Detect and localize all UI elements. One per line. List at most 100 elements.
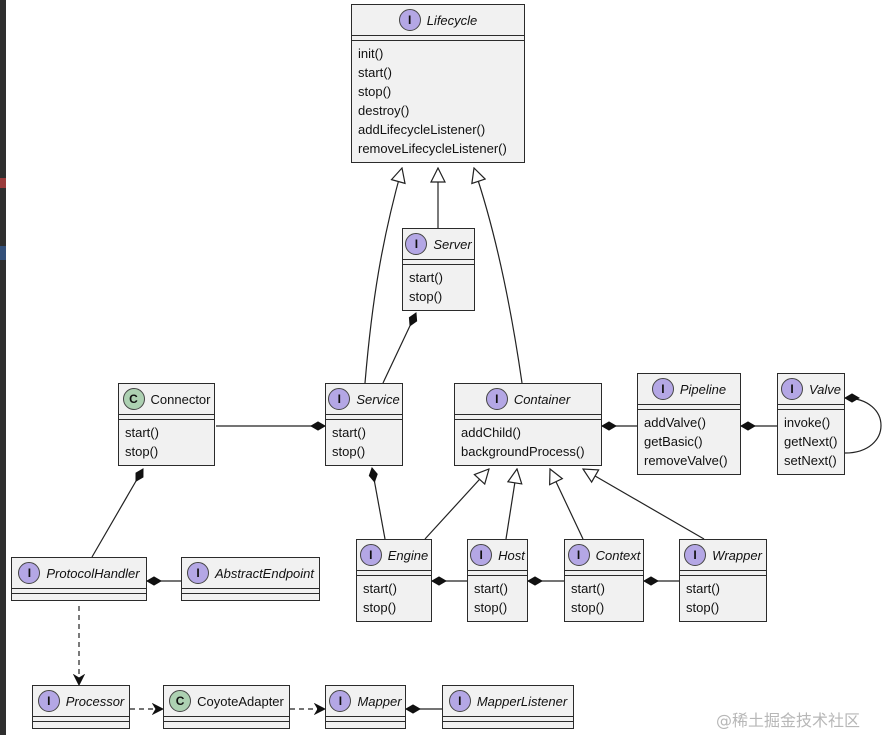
method-item: start(): [409, 270, 443, 285]
protocolhandler-name: ProtocolHandler: [46, 565, 140, 581]
method-item: start(): [474, 581, 508, 596]
interface-badge-icon: I: [651, 378, 674, 400]
class-badge-icon: C: [122, 388, 145, 410]
service-header: I Service: [326, 384, 402, 414]
interface-badge-icon: I: [398, 9, 421, 31]
interface-badge-icon: I: [18, 562, 41, 584]
edge-composition-engine-to-service: [368, 467, 386, 540]
lifecycle-name: Lifecycle: [426, 12, 478, 28]
method-item: start(): [358, 65, 392, 80]
method-item: addChild(): [461, 425, 521, 440]
abstractendpoint-methods: [182, 594, 319, 600]
interface-badge-icon: I: [328, 388, 351, 410]
context-header: I Context: [565, 540, 643, 570]
watermark: @稀土掘金技术社区: [716, 711, 861, 730]
method-item: stop(): [125, 444, 159, 459]
coyoteadapter-node[interactable]: C CoyoteAdapter: [163, 685, 290, 729]
method-item: stop(): [332, 444, 366, 459]
method-item: stop(): [363, 600, 397, 615]
server-node[interactable]: I Server start() stop(): [402, 228, 475, 311]
method-item: start(): [363, 581, 397, 596]
method-item: start(): [686, 581, 720, 596]
lifecycle-header: I Lifecycle: [352, 5, 524, 35]
context-name: Context: [595, 547, 641, 563]
engine-name: Engine: [387, 547, 429, 563]
mapper-methods: [326, 722, 405, 728]
method-item: start(): [571, 581, 605, 596]
method-item: addValve(): [644, 415, 706, 430]
mapperlistener-name: MapperListener: [476, 693, 568, 709]
interface-badge-icon: I: [470, 544, 493, 566]
interface-badge-icon: I: [567, 544, 590, 566]
processor-methods: [33, 722, 129, 728]
interface-badge-icon: I: [405, 233, 428, 255]
edge-inheritance-wrapper-to-container: [583, 469, 705, 540]
wrapper-name: Wrapper: [712, 547, 762, 563]
method-item: start(): [332, 425, 366, 440]
context-methods: start() stop(): [565, 576, 643, 621]
method-item: addLifecycleListener(): [358, 122, 486, 137]
pipeline-name: Pipeline: [679, 381, 727, 397]
edge-inheritance-context-to-container: [550, 469, 584, 540]
method-item: stop(): [686, 600, 720, 615]
protocolhandler-node[interactable]: I ProtocolHandler: [11, 557, 147, 601]
method-item: stop(): [409, 289, 443, 304]
server-name: Server: [433, 236, 472, 252]
connector-methods: start() stop(): [119, 420, 214, 465]
valve-methods: invoke()getNext()setNext(): [778, 410, 844, 474]
connector-header: C Connector: [119, 384, 214, 414]
wrapper-methods: start() stop(): [680, 576, 766, 621]
method-item: removeLifecycleListener(): [358, 141, 507, 156]
engine-methods: start() stop(): [357, 576, 431, 621]
connector-name: Connector: [150, 391, 211, 407]
edge-composition-protocolhandler-to-connector: [91, 468, 144, 558]
server-methods: start() stop(): [403, 265, 474, 310]
mapperlistener-methods: [443, 722, 573, 728]
class-badge-icon: C: [169, 690, 192, 712]
edge-composition-service-to-server: [382, 312, 418, 384]
method-item: stop(): [571, 600, 605, 615]
coyoteadapter-methods: [164, 722, 289, 728]
server-header: I Server: [403, 229, 474, 259]
interface-badge-icon: I: [37, 690, 60, 712]
processor-node[interactable]: I Processor: [32, 685, 130, 729]
method-item: stop(): [358, 84, 392, 99]
interface-badge-icon: I: [485, 388, 508, 410]
processor-name: Processor: [65, 693, 125, 709]
interface-badge-icon: I: [780, 378, 803, 400]
protocolhandler-header: I ProtocolHandler: [12, 558, 146, 588]
method-item: start(): [125, 425, 159, 440]
coyoteadapter-header: C CoyoteAdapter: [164, 686, 289, 716]
edge-inheritance-container-to-lifecycle: [474, 168, 523, 384]
edge-inheritance-service-to-lifecycle: [364, 168, 402, 384]
method-item: invoke(): [784, 415, 831, 430]
method-item: stop(): [474, 600, 508, 615]
service-name: Service: [356, 391, 400, 407]
method-item: backgroundProcess(): [461, 444, 585, 459]
pipeline-header: I Pipeline: [638, 374, 740, 404]
method-item: init(): [358, 46, 384, 61]
connector-node[interactable]: C Connector start() stop(): [118, 383, 215, 466]
method-item: setNext(): [784, 453, 837, 468]
context-node[interactable]: I Context start() stop(): [564, 539, 644, 622]
service-node[interactable]: I Service start() stop(): [325, 383, 403, 466]
coyoteadapter-name: CoyoteAdapter: [197, 693, 284, 709]
edge-inheritance-host-to-container: [505, 469, 517, 540]
